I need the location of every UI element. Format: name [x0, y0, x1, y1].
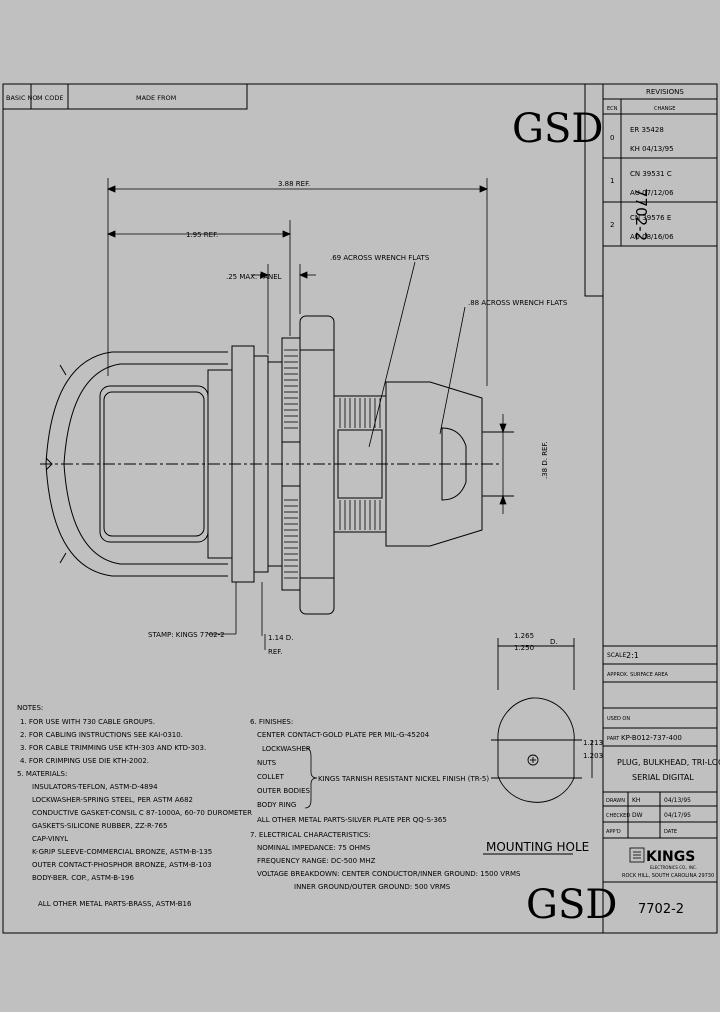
material-4: GASKETS-SILICONE RUBBER, ZZ-R-765 [32, 822, 167, 830]
rev-0-number: 0 [610, 134, 614, 142]
material-8: BODY-BER. COP., ASTM-B-196 [32, 874, 134, 882]
dim-wrench-088: .88 ACROSS WRENCH FLATS [468, 299, 568, 307]
mount-dim-1: 1.265 [514, 632, 534, 640]
mount-dim-2: 1.250 [514, 644, 534, 652]
note-2: 2. FOR CABLING INSTRUCTIONS SEE KAI-0310… [20, 731, 183, 739]
finish-body-ring: BODY RING [257, 801, 296, 809]
finish-other: ALL OTHER METAL PARTS-SILVER PLATE PER Q… [257, 816, 447, 824]
note-3: 3. FOR CABLE TRIMMING USE KTH-303 AND KT… [20, 744, 206, 752]
stamp-note: STAMP: KINGS 7702-2 [148, 631, 225, 639]
rev-2-line1: CN 39576 E [630, 214, 671, 222]
mount-dim-d: D. [550, 638, 558, 646]
date-label: DATE [664, 829, 677, 835]
company-subtitle: ELECTRONICS CO., INC. [650, 865, 697, 870]
drawing-border [2, 83, 718, 934]
mounting-hole-view [483, 638, 593, 855]
material-7: OUTER CONTACT-PHOSPHOR BRONZE, ASTM-B-10… [32, 861, 212, 869]
rev-1-line2: AU 07/12/06 [630, 189, 674, 197]
gsd-top: GSD [512, 106, 603, 152]
scale-value: 2:1 [626, 651, 639, 660]
electrical-ground: INNER GROUND/OUTER GROUND: 500 VRMS [294, 883, 451, 891]
electrical-voltage: VOLTAGE BREAKDOWN: CENTER CONDUCTOR/INNE… [257, 870, 521, 878]
scale-label: SCALE [607, 652, 626, 659]
checked-label: CHECKED [606, 813, 630, 819]
appd-label: APP'D [606, 829, 621, 835]
dim-wrench-069: .69 ACROSS WRENCH FLATS [330, 254, 430, 262]
drawn-by: KH [632, 797, 640, 804]
rev-0-line1: ER 35428 [630, 126, 664, 134]
basic-no-label: BASIC NO. [6, 94, 39, 102]
finish-nickel: KINGS TARNISH RESISTANT NICKEL FINISH (T… [318, 775, 489, 783]
dim-114-ref: REF. [268, 648, 282, 656]
rev-1-number: 1 [610, 177, 614, 185]
mount-height-1: 1.213 [583, 739, 603, 747]
rev-2-line2: AU 08/16/06 [630, 233, 674, 241]
revisions-col-change: CHANGE [654, 106, 675, 112]
electrical-frequency: FREQUENCY RANGE: DC-500 MHZ [257, 857, 376, 865]
dim-114: 1.14 D. [268, 634, 293, 642]
electrical-impedance: NOMINAL IMPEDANCE: 75 OHMS [257, 844, 371, 852]
checked-date: 04/17/95 [664, 812, 691, 819]
material-9: ALL OTHER METAL PARTS-BRASS, ASTM-B16 [38, 900, 192, 908]
company-address: ROCK HILL, SOUTH CAROLINA 29730 [622, 873, 714, 879]
company-name: KINGS [646, 849, 695, 865]
finish-lockwasher: LOCKWASHER [262, 745, 311, 753]
drawn-date: 04/13/95 [664, 797, 691, 804]
finish-outer-bodies: OUTER BODIES [257, 787, 310, 795]
rev-2-number: 2 [610, 221, 614, 229]
material-2: LOCKWASHER-SPRING STEEL, PER ASTM A682 [32, 796, 193, 804]
dim-overall: 3.88 REF. [278, 180, 310, 188]
material-3: CONDUCTIVE GASKET-CONSIL C 87-1000A, 60-… [32, 809, 252, 817]
finish-collet: COLLET [257, 773, 285, 781]
material-5: CAP-VINYL [32, 835, 68, 843]
drawing-number: 7702-2 [638, 902, 684, 917]
finishes-title: 6. FINISHES: [250, 718, 293, 726]
rev-0-line2: KH 04/13/95 [630, 145, 674, 153]
note-5: 5. MATERIALS: [17, 770, 67, 778]
vertical-part-box [584, 83, 604, 297]
finish-brace [304, 747, 318, 809]
part-label: PART [607, 736, 620, 742]
part-number-vertical: 7702-2 [632, 188, 650, 241]
electrical-title: 7. ELECTRICAL CHARACTERISTICS: [250, 831, 371, 839]
made-from-label: MADE FROM [136, 94, 176, 102]
mount-height-2: 1.203 [583, 752, 603, 760]
m-code-label: M CODE [37, 94, 63, 102]
note-4: 4. FOR CRIMPING USE DIE KTH-2002. [20, 757, 149, 765]
description-line1: PLUG, BULKHEAD, TRI-LOC [617, 758, 720, 767]
dim-left: 1.95 REF. [186, 231, 218, 239]
description-line2: SERIAL DIGITAL [632, 773, 694, 782]
finish-center: CENTER CONTACT-GOLD PLATE PER MIL-G-4520… [257, 731, 430, 739]
dimension-lines [106, 178, 507, 650]
part-number: KP-B012-737-400 [621, 734, 682, 742]
checked-by: DW [632, 812, 643, 819]
revisions-header: REVISIONS [646, 88, 684, 96]
kings-logo: KINGS [629, 847, 695, 865]
dim-panel: .25 MAX. PANEL [226, 273, 282, 281]
material-1: INSULATORS-TEFLON, ASTM-D-4894 [32, 783, 158, 791]
dim-dia-ref: .38 D. REF. [541, 441, 549, 479]
drawn-label: DRAWN [606, 798, 625, 804]
note-1: 1. FOR USE WITH 730 CABLE GROUPS. [20, 718, 155, 726]
mounting-hole-label: MOUNTING HOLE [486, 840, 589, 854]
finish-nuts: NUTS [257, 759, 277, 767]
notes-title: NOTES: [17, 704, 43, 712]
used-on-label: USED ON [607, 716, 630, 722]
approx-surface-area: APPROX. SURFACE AREA [607, 672, 668, 678]
material-6: K-GRIP SLEEVE-COMMERCIAL BRONZE, ASTM-B-… [32, 848, 212, 856]
revisions-col-ecn: ECN [607, 106, 618, 112]
rev-1-line1: CN 39531 C [630, 170, 672, 178]
gsd-bottom: GSD [526, 882, 617, 928]
connector-side-view [40, 315, 514, 615]
title-strip [2, 83, 248, 110]
